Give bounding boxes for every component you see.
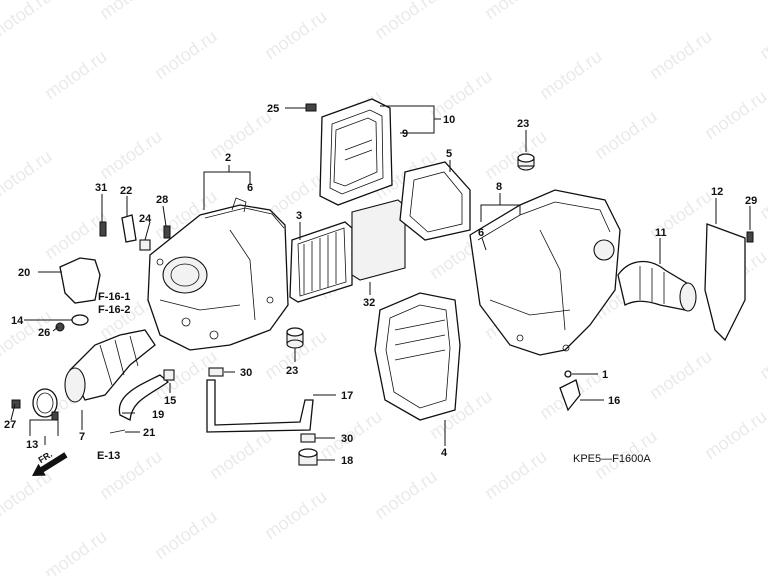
watermark-text: motod.ru <box>96 0 166 23</box>
watermark-text: motod.ru <box>591 106 661 163</box>
callout-25: 25 <box>267 103 279 115</box>
watermark-text: motod.ru <box>41 46 111 103</box>
watermark-text: motod.ru <box>261 6 331 63</box>
intake-tube-part <box>617 260 697 312</box>
breather-tube-part <box>206 379 314 433</box>
callout-24: 24 <box>139 213 152 225</box>
hardware-parts <box>11 103 754 434</box>
watermark-text: motod.ru <box>0 466 55 523</box>
callout-20: 20 <box>18 267 30 279</box>
callout-19: 19 <box>152 409 164 421</box>
callout-21: 21 <box>143 427 155 439</box>
callout-9: 9 <box>402 128 408 140</box>
grommet-top-part <box>517 153 535 171</box>
watermark-text: motod.ru <box>0 0 55 43</box>
filter-element-part <box>289 221 353 303</box>
callout-30-lower: 30 <box>341 433 353 445</box>
callout-23-lower: 23 <box>286 365 298 377</box>
watermark-text: motod.ru <box>96 126 166 183</box>
watermark-text: motod.ru <box>481 126 551 183</box>
callout-27: 27 <box>4 419 16 431</box>
shield-plate-part <box>704 223 746 342</box>
callout-31: 31 <box>95 182 107 194</box>
air-cleaner-case-part <box>147 197 289 351</box>
watermark-text: motod.ru <box>206 0 276 3</box>
ref-e13: E-13 <box>97 450 120 462</box>
watermark-text: motod.ru <box>481 446 551 503</box>
watermark-text: motod.ru <box>756 166 768 223</box>
watermark-text: motod.ru <box>151 506 221 563</box>
callout-11: 11 <box>655 227 667 239</box>
watermark-text: motod.ru <box>536 46 606 103</box>
watermark-text: motod.ru <box>756 6 768 63</box>
watermark-text: motod.ru <box>0 146 55 203</box>
inner-frame-part <box>399 161 471 241</box>
callout-10: 10 <box>443 114 455 126</box>
leader-lines <box>10 105 751 461</box>
callout-30-upper: 30 <box>240 367 252 379</box>
callout-6-left-case: 6 <box>247 182 253 194</box>
callout-26: 26 <box>38 327 50 339</box>
reference-labels: F-16-1 F-16-2 E-13 <box>97 291 130 462</box>
watermark-text: motod.ru <box>701 406 768 463</box>
ref-f16-2: F-16-2 <box>98 304 130 316</box>
resonator-cap-part <box>59 257 101 304</box>
callout-22: 22 <box>120 185 132 197</box>
connecting-tube-part <box>64 329 156 403</box>
watermark-text: motod.ru <box>701 86 768 143</box>
callout-1: 1 <box>602 369 608 381</box>
callout-12: 12 <box>711 186 723 198</box>
watermark-text: motod.ru <box>41 526 111 576</box>
sponge-element-part <box>351 199 406 281</box>
lower-case-part <box>374 292 461 421</box>
grommet-lower-part <box>286 327 304 349</box>
band-clamp-part <box>32 388 59 421</box>
callout-8: 8 <box>496 181 502 193</box>
callout-32: 32 <box>363 297 375 309</box>
watermark-text: motod.ru <box>151 26 221 83</box>
callout-13: 13 <box>26 439 38 451</box>
ref-f16-1: F-16-1 <box>98 291 130 303</box>
callout-16: 16 <box>608 395 620 407</box>
watermark-text: motod.ru <box>646 346 716 403</box>
watermark-text: motod.ru <box>426 66 496 123</box>
watermark-text: motod.ru <box>591 0 661 3</box>
callout-5: 5 <box>446 148 452 160</box>
fitting-parts <box>208 367 318 466</box>
callout-2: 2 <box>225 152 231 164</box>
callout-28: 28 <box>156 194 168 206</box>
right-housing-part <box>469 189 621 356</box>
watermark-text: motod.ru <box>481 0 551 23</box>
front-arrow-icon <box>32 452 68 476</box>
diagram-code: KPE5—F1600A <box>573 453 651 465</box>
callout-6-right-housing: 6 <box>478 227 484 239</box>
cover-frame-part <box>319 98 393 206</box>
callout-18: 18 <box>341 455 353 467</box>
watermark-text: motod.ru <box>206 106 276 163</box>
watermark-text: motod.ru <box>371 466 441 523</box>
watermark-text: motod.ru <box>646 26 716 83</box>
callout-4: 4 <box>441 447 448 459</box>
callout-29: 29 <box>745 195 757 207</box>
watermark-text: motod.ru <box>756 326 768 383</box>
callout-23-top: 23 <box>517 118 529 130</box>
callout-labels: 10 9 25 2 6 3 32 5 8 6 23 12 29 11 31 22… <box>4 103 757 467</box>
callout-17: 17 <box>341 390 353 402</box>
callout-15: 15 <box>164 395 176 407</box>
watermark-text: motod.ru <box>371 0 441 43</box>
callout-14: 14 <box>11 315 24 327</box>
callout-3: 3 <box>296 210 302 222</box>
watermark-text: motod.ru <box>261 486 331 543</box>
watermark-text: motod.ru <box>206 426 276 483</box>
callout-7: 7 <box>79 431 85 443</box>
